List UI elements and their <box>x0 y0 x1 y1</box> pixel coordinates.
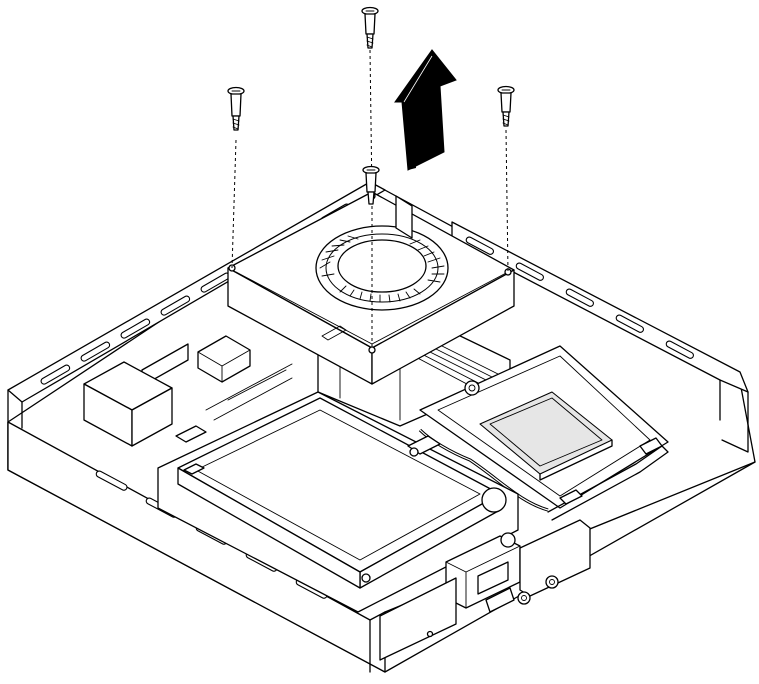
io-block <box>83 361 173 447</box>
screw-back-left <box>227 86 245 131</box>
right-wall-slots <box>465 236 694 359</box>
screw-front <box>362 165 380 205</box>
fan-blades-bottom <box>339 285 421 303</box>
hard-drive <box>157 363 519 613</box>
fan-blades-left <box>319 235 359 277</box>
lift-up-arrow-icon <box>394 49 457 171</box>
fan-hub <box>337 239 427 293</box>
fan-blades-right <box>409 239 445 283</box>
fan-heatsink-assembly <box>227 191 515 427</box>
cpu-socket <box>418 345 669 521</box>
screw-back-center <box>361 6 379 49</box>
front-panel-ports <box>379 519 591 661</box>
screw-back-right <box>497 85 515 127</box>
cpu-retention-lever <box>547 445 669 521</box>
memory-modules <box>141 335 251 387</box>
